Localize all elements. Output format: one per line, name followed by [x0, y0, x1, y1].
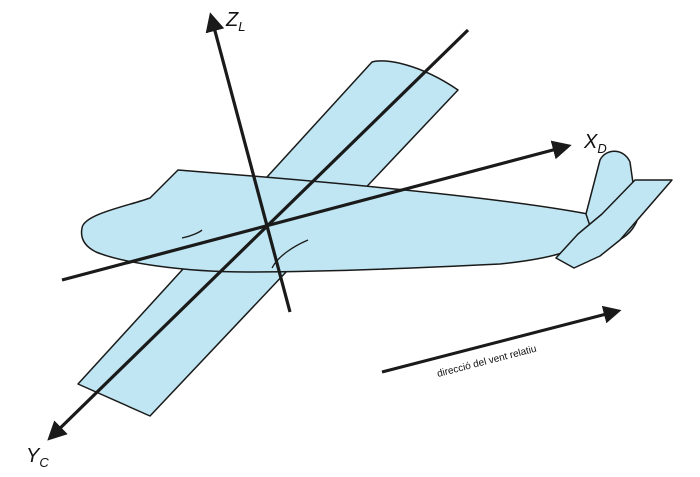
wing-root-front — [181, 229, 203, 239]
relative-wind: direcció del vent relatiu — [381, 305, 622, 380]
airplane — [77, 60, 673, 417]
y-axis-line — [47, 28, 470, 441]
axes — [47, 12, 572, 441]
wing-root-rear — [271, 239, 309, 269]
fuselage — [80, 169, 599, 273]
x-axis-line — [61, 140, 572, 282]
horizontal-stabilizer — [555, 179, 673, 269]
wind-label: direcció del vent relatiu — [436, 344, 538, 380]
z-axis-label: ZL — [225, 9, 245, 34]
y-axis-label: YC — [26, 445, 49, 470]
z-axis-line — [205, 12, 292, 313]
wind-arrow — [381, 305, 622, 374]
x-axis-label: XD — [583, 131, 607, 156]
